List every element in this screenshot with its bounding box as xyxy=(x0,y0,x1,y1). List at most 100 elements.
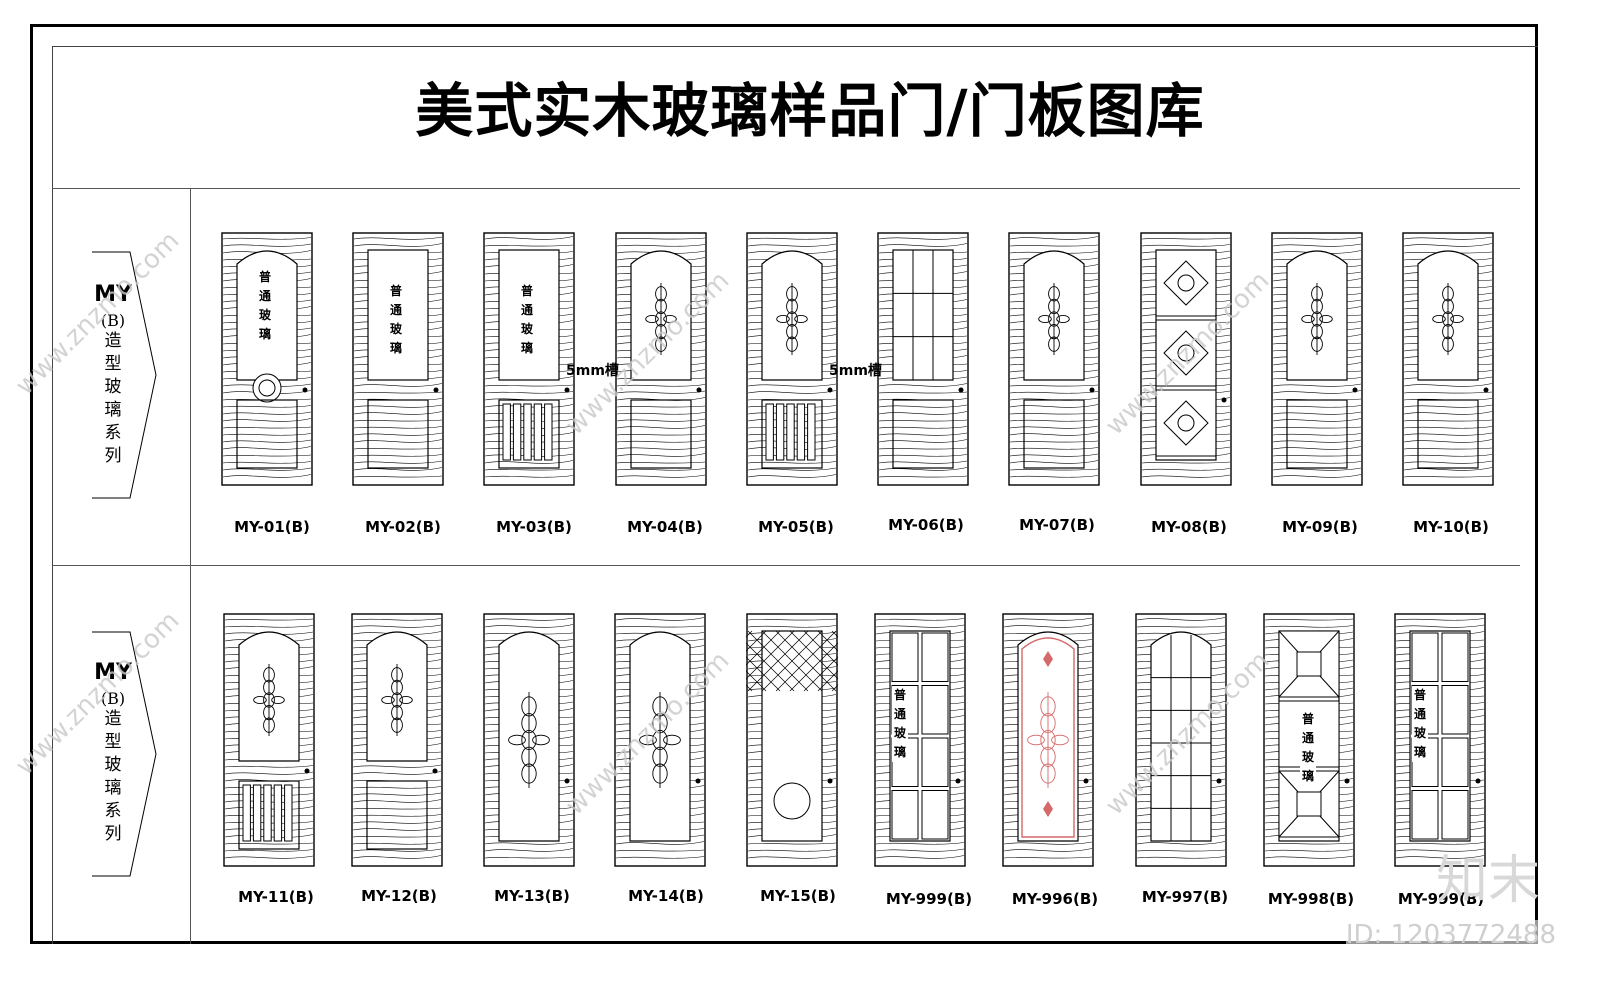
header-divider xyxy=(52,188,1520,189)
door-drawing-ornament xyxy=(1271,232,1363,486)
series-label-row1: MY (B) 造 型 玻 璃 系 列 xyxy=(92,282,134,468)
glass-type-char: 通 xyxy=(258,289,271,303)
door-row2-3 xyxy=(483,613,575,867)
glass-type-char: 通 xyxy=(1413,707,1426,721)
series-code: MY xyxy=(94,660,132,685)
series-arrow-row2 xyxy=(92,631,157,877)
door-row2-8 xyxy=(1135,613,1227,867)
door-label: MY-11(B) xyxy=(238,888,314,906)
door-drawing-ornament xyxy=(1008,232,1100,486)
door-drawing-ornament xyxy=(1402,232,1494,486)
door-label: MY-06(B) xyxy=(888,516,964,534)
glass-type-char: 玻 xyxy=(389,322,402,336)
glass-type-char: 普 xyxy=(520,284,533,298)
door-label: MY-14(B) xyxy=(628,887,704,905)
door-label: MY-996(B) xyxy=(1011,890,1099,908)
series-char: 造 xyxy=(104,709,122,729)
glass-type-char: 玻 xyxy=(893,726,906,740)
row-divider xyxy=(52,565,1520,566)
glass-type-char: 通 xyxy=(389,303,402,317)
glass-type-char: 通 xyxy=(1301,731,1314,745)
door-drawing-text-plain xyxy=(352,232,444,486)
series-char: 玻 xyxy=(104,377,122,397)
door-drawing-ornament-tall xyxy=(614,613,706,867)
image-id: ID: 1203772488 xyxy=(1345,920,1556,950)
door-label: MY-09(B) xyxy=(1282,518,1358,536)
series-char: 系 xyxy=(104,801,122,821)
door-row1-4 xyxy=(615,232,707,486)
glass-type-char: 玻 xyxy=(1301,750,1314,764)
series-char: 玻 xyxy=(104,755,122,775)
door-row2-6 xyxy=(874,613,966,867)
glass-type-char: 玻 xyxy=(1413,726,1426,740)
glass-type-char: 璃 xyxy=(1301,769,1314,783)
glass-type-char: 普 xyxy=(1413,688,1426,702)
series-sub: (B) xyxy=(100,689,126,708)
glass-type-char: 普 xyxy=(258,270,271,284)
door-label: MY-15(B) xyxy=(760,887,836,905)
door-drawing-ornament xyxy=(351,613,443,867)
door-drawing-ornament-red xyxy=(1002,613,1094,867)
series-char: 系 xyxy=(104,423,122,443)
glass-type-char: 玻 xyxy=(258,308,271,322)
door-label: MY-08(B) xyxy=(1151,518,1227,536)
series-char: 型 xyxy=(104,354,122,374)
glass-type-label: 普通玻璃 xyxy=(519,282,535,358)
door-row1-3 xyxy=(483,232,575,486)
glass-type-label: 普通玻璃 xyxy=(257,268,273,344)
door-row1-7 xyxy=(1008,232,1100,486)
series-char: 列 xyxy=(104,824,122,844)
door-drawing-diamond3 xyxy=(1140,232,1232,486)
series-label-row2: MY (B) 造 型 玻 璃 系 列 xyxy=(92,660,134,846)
series-char: 型 xyxy=(104,732,122,752)
drawing-frame-inner xyxy=(52,46,1538,944)
door-row1-5 xyxy=(746,232,838,486)
glass-type-label: 普通玻璃 xyxy=(1300,710,1316,786)
door-drawing-arch-grid xyxy=(1135,613,1227,867)
door-row2-2 xyxy=(351,613,443,867)
glass-type-label: 普通玻璃 xyxy=(892,686,908,762)
door-drawing-panes-text xyxy=(874,613,966,867)
glass-type-char: 普 xyxy=(893,688,906,702)
door-label: MY-02(B) xyxy=(365,518,441,536)
door-row1-2 xyxy=(352,232,444,486)
door-label: MY-13(B) xyxy=(494,887,570,905)
door-label: MY-998(B) xyxy=(1267,890,1355,908)
door-row2-9 xyxy=(1263,613,1355,867)
series-arrow-row1 xyxy=(92,251,157,499)
door-row2-10 xyxy=(1394,613,1486,867)
door-row2-4 xyxy=(614,613,706,867)
glass-type-char: 普 xyxy=(389,284,402,298)
door-label: MY-01(B) xyxy=(234,518,310,536)
page-title: 美式实木玻璃样品门/门板图库 xyxy=(415,77,1205,145)
door-row1-6 xyxy=(877,232,969,486)
door-row2-5 xyxy=(746,613,838,867)
glass-type-char: 璃 xyxy=(1413,745,1426,759)
door-row1-8 xyxy=(1140,232,1232,486)
door-drawing-text-bars xyxy=(483,232,575,486)
door-drawing-lattice xyxy=(746,613,838,867)
series-char: 造 xyxy=(104,331,122,351)
series-sub: (B) xyxy=(100,311,126,330)
groove-note: 5mm槽 xyxy=(829,363,882,379)
brand-watermark: 知末 xyxy=(1435,851,1540,911)
door-drawing-ornament-bars xyxy=(223,613,315,867)
door-drawing-grid xyxy=(877,232,969,486)
door-label: MY-999(B) xyxy=(1397,890,1485,908)
glass-type-char: 璃 xyxy=(893,745,906,759)
door-row1-10 xyxy=(1402,232,1494,486)
series-char: 璃 xyxy=(104,778,122,798)
door-drawing-ornament xyxy=(615,232,707,486)
door-row1-9 xyxy=(1271,232,1363,486)
label-column-divider xyxy=(190,188,191,944)
door-drawing-cross-text xyxy=(1263,613,1355,867)
series-code: MY xyxy=(94,282,132,307)
glass-type-char: 通 xyxy=(520,303,533,317)
door-label: MY-04(B) xyxy=(627,518,703,536)
door-label: MY-07(B) xyxy=(1019,516,1095,534)
series-char: 列 xyxy=(104,446,122,466)
glass-type-label: 普通玻璃 xyxy=(388,282,404,358)
door-label: MY-12(B) xyxy=(361,887,437,905)
series-char: 璃 xyxy=(104,400,122,420)
door-label: MY-03(B) xyxy=(496,518,572,536)
